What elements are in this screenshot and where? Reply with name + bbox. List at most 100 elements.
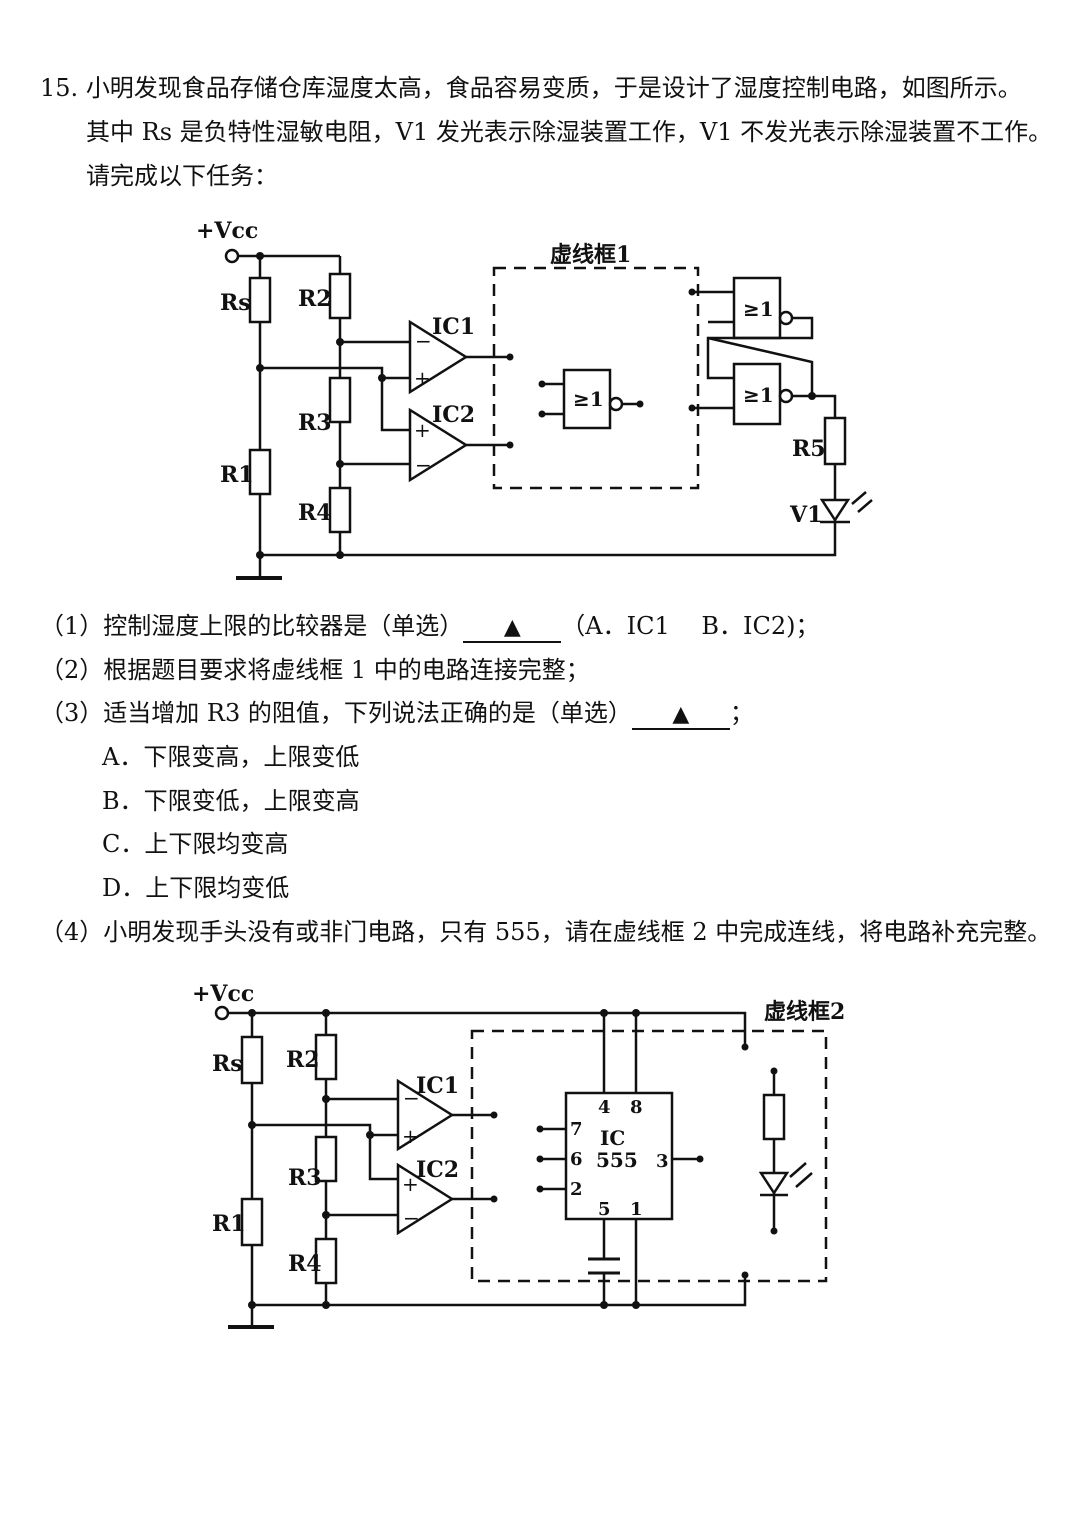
fig1-r2-resistor [328, 272, 352, 320]
fig1-led-v1 [819, 498, 851, 523]
fig2-ic555-left-pins [540, 1127, 566, 1191]
fig1-led-light-rays [851, 491, 873, 513]
fig1-ic2-plus: + [414, 418, 431, 442]
question-stem-3: 请完成以下任务： [86, 162, 278, 190]
fig2-junction [366, 1131, 374, 1139]
sub-question-3: （3）适当增加 R3 的阻值，下列说法正确的是（单选）▲； [40, 697, 754, 730]
fig1-junction [256, 364, 264, 372]
fig1-dashed-box-1 [492, 266, 700, 490]
fig2-capacitor [588, 1257, 620, 1275]
fig2-ic555-bottom-pins [602, 1219, 638, 1305]
fig2-junction [632, 1009, 640, 1017]
fig2-junction [248, 1301, 256, 1309]
fig2-led-bar [760, 1193, 788, 1231]
fig2-r3-label: R3 [288, 1165, 322, 1191]
fig1-r3-label: R3 [298, 410, 332, 436]
fig2-pin7-terminal[interactable] [536, 1125, 544, 1133]
fig1-ic1-minus: − [415, 329, 432, 353]
question-line-1: 15. 小明发现食品存储仓库湿度太高，食品容易变质，于是设计了湿度控制电路，如图… [40, 72, 1022, 104]
fig1-latch-gate-bottom [732, 362, 782, 426]
fig2-led-resistor [762, 1093, 786, 1141]
fig2-r1-resistor [240, 1197, 264, 1247]
fig2-rs-resistor [240, 1035, 264, 1085]
question-stem-2: 其中 Rs 是负特性湿敏电阻，V1 发光表示除湿装置工作，V1 不发光表示除湿装… [86, 118, 1053, 146]
fig2-junction [248, 1121, 256, 1129]
fig1-r5-resistor [823, 416, 847, 466]
fig1-latch-top-bubble [778, 310, 794, 326]
option-a[interactable]: A．下限变高，上限变低 [102, 743, 360, 771]
fig1-r2-label: R2 [298, 286, 332, 312]
fig2-r4-label: R4 [288, 1251, 322, 1277]
fig1-latch-cross-1 [706, 316, 814, 380]
fig2-junction [248, 1009, 256, 1017]
fig1-ground-rail [260, 526, 837, 557]
sub3-prefix: （3）适当增加 R3 的阻值，下列说法正确的是（单选） [40, 699, 632, 727]
fig1-r3-resistor [328, 376, 352, 424]
fig1-ic2-label: IC2 [432, 402, 475, 428]
fig2-junction [322, 1009, 330, 1017]
fig1-nor-gate [562, 368, 612, 430]
option-d[interactable]: D．上下限均变低 [102, 874, 290, 902]
fig1-r1-resistor [248, 448, 272, 496]
fig1-ic1-plus: + [414, 366, 431, 390]
fig1-latch-bottom-bubble [778, 388, 794, 404]
fig2-junction [322, 1301, 330, 1309]
fig1-box-label: 虚线框1 [550, 242, 631, 268]
sub1-answer-blank[interactable]: ▲ [463, 615, 562, 643]
fig1-output-node [808, 392, 816, 400]
fig2-pin6-terminal[interactable] [536, 1155, 544, 1163]
fig1-nor-gate-symbol: ≥1 [573, 387, 604, 411]
fig1-junction [256, 252, 264, 260]
sub3-answer-blank[interactable]: ▲ [631, 702, 730, 730]
fig2-rs-label: Rs [212, 1051, 243, 1077]
fig1-r4-resistor [328, 486, 352, 534]
fig2-pin2-terminal[interactable] [536, 1185, 544, 1193]
sub-question-4: （4）小明发现手头没有或非门电路，只有 555，请在虚线框 2 中完成连线，将电… [40, 918, 1052, 946]
fig2-pin3-terminal[interactable] [696, 1155, 704, 1163]
sub-question-2: （2）根据题目要求将虚线框 1 中的电路连接完整； [40, 656, 590, 684]
fig2-ic1-label: IC1 [416, 1073, 459, 1099]
circuit-figure-2: +Vcc Rs R1 R2 R3 R4 IC1 − + IC2 + − 虚线框2… [192, 981, 845, 1329]
fig2-junction [632, 1301, 640, 1309]
fig1-rs-label: Rs [220, 290, 251, 316]
fig1-nor-inputs [542, 382, 564, 416]
fig2-ic555-pin4-pin8 [602, 1013, 638, 1093]
fig1-nor-bubble [608, 396, 624, 412]
fig2-ic555-number: 555 [596, 1148, 638, 1172]
sub3-suffix: ； [729, 699, 754, 727]
fig2-ic1-output-terminal [490, 1111, 498, 1119]
fig1-r1-label: R1 [220, 462, 254, 488]
fig2-r1-label: R1 [212, 1211, 246, 1237]
fig2-dashed-box-2 [470, 1029, 828, 1283]
sub1-prefix: （1）控制湿度上限的比较器是（单选） [40, 612, 464, 640]
sub1-suffix: （A．IC1 B．IC2)； [561, 612, 820, 640]
fig2-box-label: 虚线框2 [764, 999, 845, 1025]
fig2-junction [600, 1009, 608, 1017]
fig2-ic2-opamp [396, 1162, 455, 1236]
fig2-r2-label: R2 [286, 1047, 320, 1073]
fig1-ic1-opamp [408, 319, 469, 395]
fig2-vcc-box-terminal[interactable] [741, 1043, 749, 1051]
fig2-junction [600, 1301, 608, 1309]
option-c[interactable]: C．上下限均变高 [102, 830, 289, 858]
fig1-ic1-output-terminal [506, 353, 514, 361]
fig2-vcc-label: +Vcc [192, 981, 254, 1007]
fig2-r2-resistor [314, 1033, 338, 1081]
fig1-output-wire [812, 394, 837, 418]
fig1-junction [256, 551, 264, 559]
fig2-gnd-box-terminal[interactable] [741, 1271, 749, 1279]
fig2-ic2-minus: − [403, 1206, 420, 1230]
fig1-led-bar [820, 520, 850, 526]
fig2-ic1-plus: + [402, 1124, 419, 1148]
fig1-rs-node-wire [260, 366, 410, 380]
fig1-vcc-terminal [224, 248, 240, 264]
fig2-pin1-label: 1 [630, 1199, 643, 1220]
fig2-ic555-body [564, 1091, 674, 1221]
fig1-ic1-label: IC1 [432, 314, 475, 340]
fig1-junction [336, 338, 344, 346]
fig2-led-bottom-terminal[interactable] [770, 1227, 778, 1235]
fig2-junction [322, 1211, 330, 1219]
option-b[interactable]: B．下限变低，上限变高 [102, 787, 360, 815]
question-stem-1: 小明发现食品存储仓库湿度太高，食品容易变质，于是设计了湿度控制电路，如图所示。 [85, 74, 1022, 102]
fig2-pin2-label: 2 [570, 1179, 583, 1200]
